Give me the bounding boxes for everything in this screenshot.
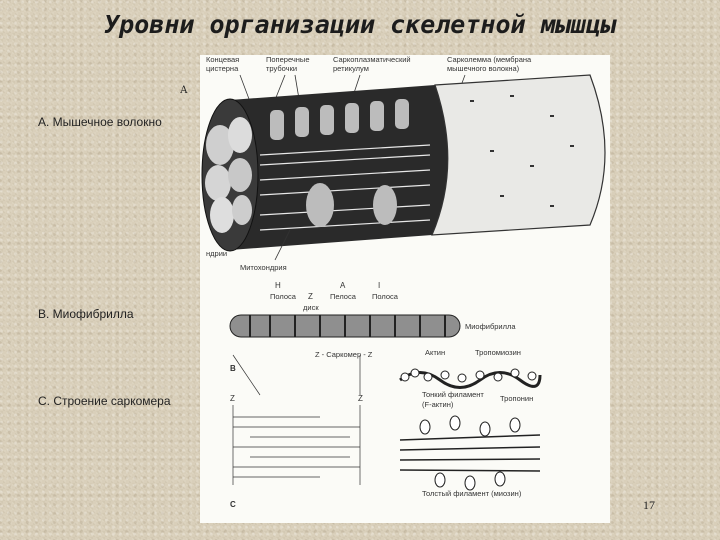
page-number: 17	[643, 498, 655, 512]
label-sarcomere: С. Строение саркомера	[38, 394, 171, 408]
thin-filament-drawing	[399, 368, 542, 389]
label-thin-filament-2: (F-актин)	[422, 400, 454, 409]
label-sarcolemma-2: мышечного волокна)	[447, 64, 520, 73]
label-myofibril: В. Миофибрилла	[38, 307, 134, 321]
label-mito-short: ндрии	[206, 249, 227, 258]
label-band-i-sub: Полоса	[372, 292, 399, 301]
muscle-drawing: Концевая цистерна Поперечные трубочки Са…	[201, 55, 606, 509]
label-z-right: Z	[358, 394, 363, 403]
label-sarcomere-span: Z - Саркомер - Z	[315, 350, 373, 359]
label-sr-1: Саркоплазматический	[333, 55, 411, 64]
panel-c-marker: С	[230, 500, 236, 509]
panel-b-marker: В	[230, 364, 236, 373]
label-z-left: Z	[230, 394, 235, 403]
muscle-fiber-cylinder	[201, 74, 606, 252]
slide-title: Уровни организации скелетной мышцы	[104, 10, 616, 39]
label-band-z: Z	[308, 292, 313, 301]
label-band-disk: диск	[303, 303, 319, 312]
label-band-h: H	[275, 281, 281, 290]
label-terminal-cistern-2: цистерна	[206, 64, 239, 73]
sarcomere-lines	[232, 354, 361, 485]
label-troponin: Тропонин	[500, 394, 533, 403]
label-myofibril-rod: Миофибрилла	[465, 322, 516, 331]
myofibril-rod	[229, 314, 461, 338]
label-band-a: A	[340, 281, 346, 290]
label-muscle-fiber: А. Мышечное волокно	[38, 115, 162, 129]
label-actin: Актин	[425, 348, 445, 357]
thick-filament-drawing	[399, 415, 541, 491]
label-tropomyosin: Тропомиозин	[475, 348, 521, 357]
label-t-tubules-2: трубочки	[266, 64, 297, 73]
label-band-h-sub: Полоса	[270, 292, 297, 301]
figure-marker-a: А	[180, 85, 188, 96]
label-thick-filament: Толстый филамент (миозин)	[422, 489, 522, 498]
label-thin-filament-1: Тонкий филамент	[422, 390, 484, 399]
label-mitochondria: Митохондрия	[240, 263, 287, 272]
label-terminal-cistern-1: Концевая	[206, 55, 239, 64]
label-band-a-sub: Пелоса	[330, 292, 357, 301]
label-sr-2: ретикулум	[333, 64, 369, 73]
label-band-i: I	[378, 281, 380, 290]
label-sarcolemma-1: Сарколемма (мембрана	[447, 55, 532, 64]
muscle-illustration: Концевая цистерна Поперечные трубочки Са…	[200, 55, 610, 523]
label-t-tubules-1: Поперечные	[266, 55, 310, 64]
